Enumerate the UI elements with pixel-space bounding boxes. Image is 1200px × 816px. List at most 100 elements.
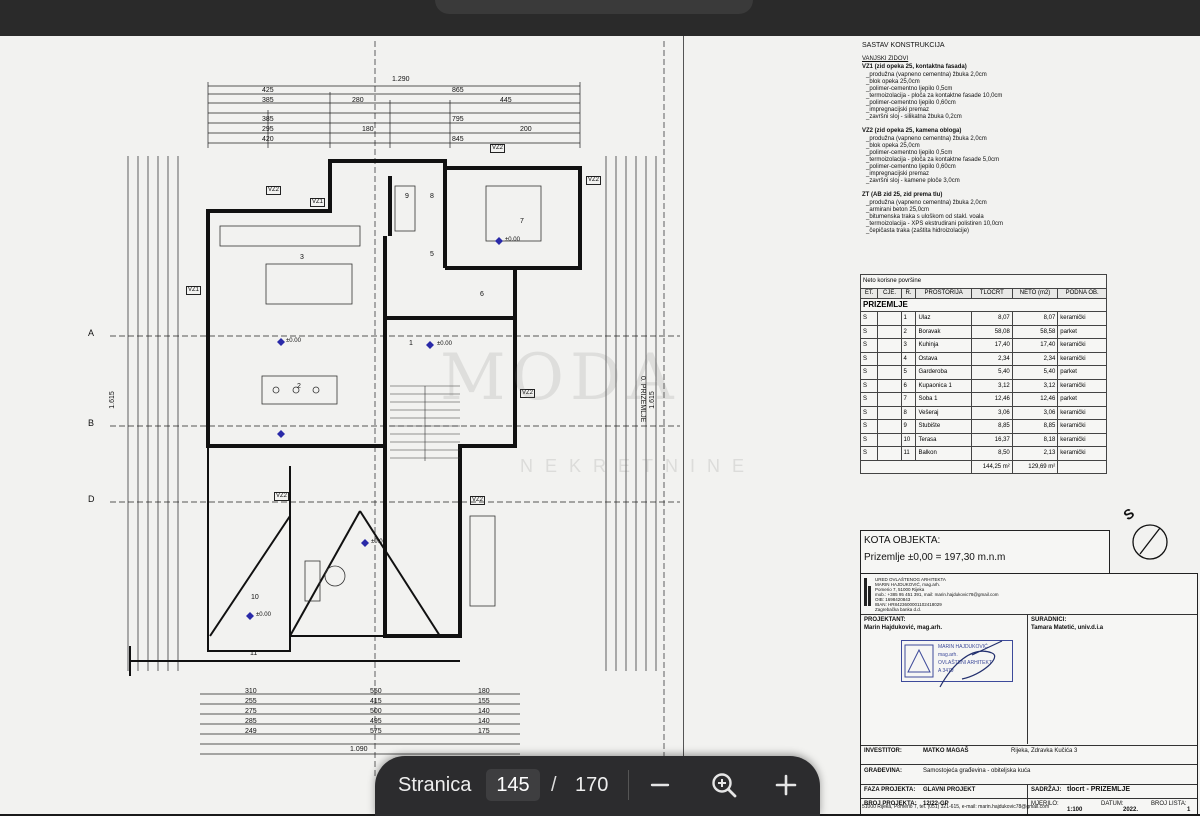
wall-tag-3: VZ2 <box>490 144 506 153</box>
table-cell: 4 <box>900 351 917 366</box>
stamp-line: MARIN HAJDUKOVIĆ <box>938 644 988 650</box>
table-cell: 3 <box>900 338 917 353</box>
mjerilo-label: MJERILO: <box>1031 801 1059 807</box>
broj-label: BROJ PROJEKTA: <box>864 801 917 807</box>
plus-icon[interactable] <box>769 768 803 802</box>
table-cell: 8,85 <box>1011 419 1059 434</box>
bottom-dim-5b: 575 <box>370 728 382 735</box>
datum-value: 2022. <box>1123 807 1139 813</box>
room-number-6: 6 <box>480 291 484 298</box>
page-number-input[interactable]: 145 <box>486 769 540 801</box>
top-bezel-tab <box>435 0 753 14</box>
stamp-line: A 3479 <box>938 668 954 674</box>
vz1-line: _polimer-cementno ljepilo 0,60cm <box>866 100 956 106</box>
pdf-viewer-toolbar: Stranica 145 / 170 <box>375 756 820 816</box>
bottom-dim-1c: 180 <box>478 688 490 695</box>
table-cell: 2,13 <box>1011 446 1059 461</box>
gradevina-value: Samostojeća građevina - obiteljska kuća <box>923 768 1031 774</box>
top-dim-4b: 180 <box>362 126 374 133</box>
bottom-dim-4a: 285 <box>245 718 257 725</box>
vz2-line: _polimer-cementno ljepilo 0,5cm <box>866 150 953 156</box>
office-line: Zagrebačka banka d.d. <box>875 607 922 612</box>
total-tlocrt: 144,25 m² <box>970 459 1013 474</box>
suradnici-label: SURADNICI: <box>1031 617 1067 623</box>
top-dim-1a: 425 <box>262 87 274 94</box>
table-cell: 58,08 <box>970 324 1013 339</box>
table-cell: S <box>859 311 879 326</box>
vz2-line: _impregnacijski premaz <box>866 171 930 177</box>
stamp-line: OVLAŠTENI ARHITEKT <box>938 660 992 666</box>
table-cell: 3,12 <box>1011 378 1059 393</box>
table-cell: 17,40 <box>970 338 1013 353</box>
top-dim-4c: 200 <box>520 126 532 133</box>
table-header: PODNA OB. <box>1057 287 1107 299</box>
office-line: Pomerio 7, 51000 Rijeka <box>875 587 925 592</box>
watermark-logo: MODA <box>440 341 680 415</box>
table-cell: 5,40 <box>1011 365 1059 380</box>
table-cell <box>877 378 902 393</box>
wall-tag-2: VZ1 <box>310 198 326 207</box>
table-cell: Soba 1 <box>915 392 972 407</box>
page-separator: / <box>551 774 557 796</box>
table-cell: 1 <box>900 311 917 326</box>
suradnici-name: Tamara Matetić, univ.d.i.a <box>1031 625 1104 631</box>
stamp-emblem-icon <box>904 644 934 678</box>
table-section: PRIZEMLJE <box>860 297 1107 312</box>
office-line: OIB: 1698420843 <box>875 597 911 602</box>
table-cell: 8,07 <box>970 311 1013 326</box>
table-cell: Ulaz <box>915 311 972 326</box>
bottom-width-dim: 1.090 <box>350 746 368 753</box>
stamp-line: mag.arh. <box>938 652 958 658</box>
bottom-dim-3c: 140 <box>478 708 490 715</box>
document-page: 1.290 425 865 385 280 445 385 795 295 18… <box>0 36 1200 814</box>
table-cell: keramički <box>1057 338 1107 353</box>
table-cell: 8,50 <box>970 446 1013 461</box>
table-cell <box>877 324 902 339</box>
level-mark-balcony: ±0.00 <box>256 612 271 618</box>
table-cell: S <box>859 392 879 407</box>
table-header: CJE. <box>877 287 902 299</box>
top-dim-4a: 295 <box>262 126 274 133</box>
table-cell: S <box>859 432 879 447</box>
top-dim-3b: 795 <box>452 116 464 123</box>
table-cell: Balkon <box>915 446 972 461</box>
faza-label: FAZA PROJEKTA: <box>864 787 916 793</box>
bottom-dim-4b: 495 <box>370 718 382 725</box>
table-cell: 9 <box>900 419 917 434</box>
vz2-title: VZ2 (zid opeka 25, kamena obloga) <box>862 128 962 134</box>
table-cell: keramički <box>1057 419 1107 434</box>
top-dim-2b: 280 <box>352 97 364 104</box>
room-number-3: 3 <box>300 254 304 261</box>
broj-value: 12/22-GP <box>923 801 949 807</box>
projektant-label: PROJEKTANT: <box>864 617 906 623</box>
table-cell: 16,37 <box>970 432 1013 447</box>
vz2-line: _polimer-cementno ljepilo 0,60cm <box>866 164 956 170</box>
top-dim-2a: 385 <box>262 97 274 104</box>
room-number-1: 1 <box>409 340 413 347</box>
table-cell: 5,40 <box>970 365 1013 380</box>
magnifier-plus-icon[interactable] <box>707 768 741 802</box>
vz1-line: _produžna (vapneno cementna) žbuka 2,0cm <box>866 72 987 78</box>
table-cell: S <box>859 419 879 434</box>
zt-line: _čepičasta traka (zaštita hidroizolacije… <box>866 228 970 234</box>
wall-tag-5: VZ1 <box>186 286 202 295</box>
room-number-10: 10 <box>251 594 259 601</box>
top-dim-1b: 865 <box>452 87 464 94</box>
minus-icon[interactable] <box>643 768 677 802</box>
kota-title: KOTA OBJEKTA: <box>864 535 941 546</box>
sheet-divider <box>683 36 684 814</box>
table-cell: 2,34 <box>1011 351 1059 366</box>
table-cell <box>877 338 902 353</box>
table-cell: Garderoba <box>915 365 972 380</box>
table-cell: keramički <box>1057 446 1107 461</box>
title-block-footer: 51000 Rijeka, Pomerio 7, tel. (051) 321-… <box>862 804 1050 810</box>
list-value: 1 <box>1187 807 1191 813</box>
left-height-dim: 1.615 <box>108 391 116 409</box>
